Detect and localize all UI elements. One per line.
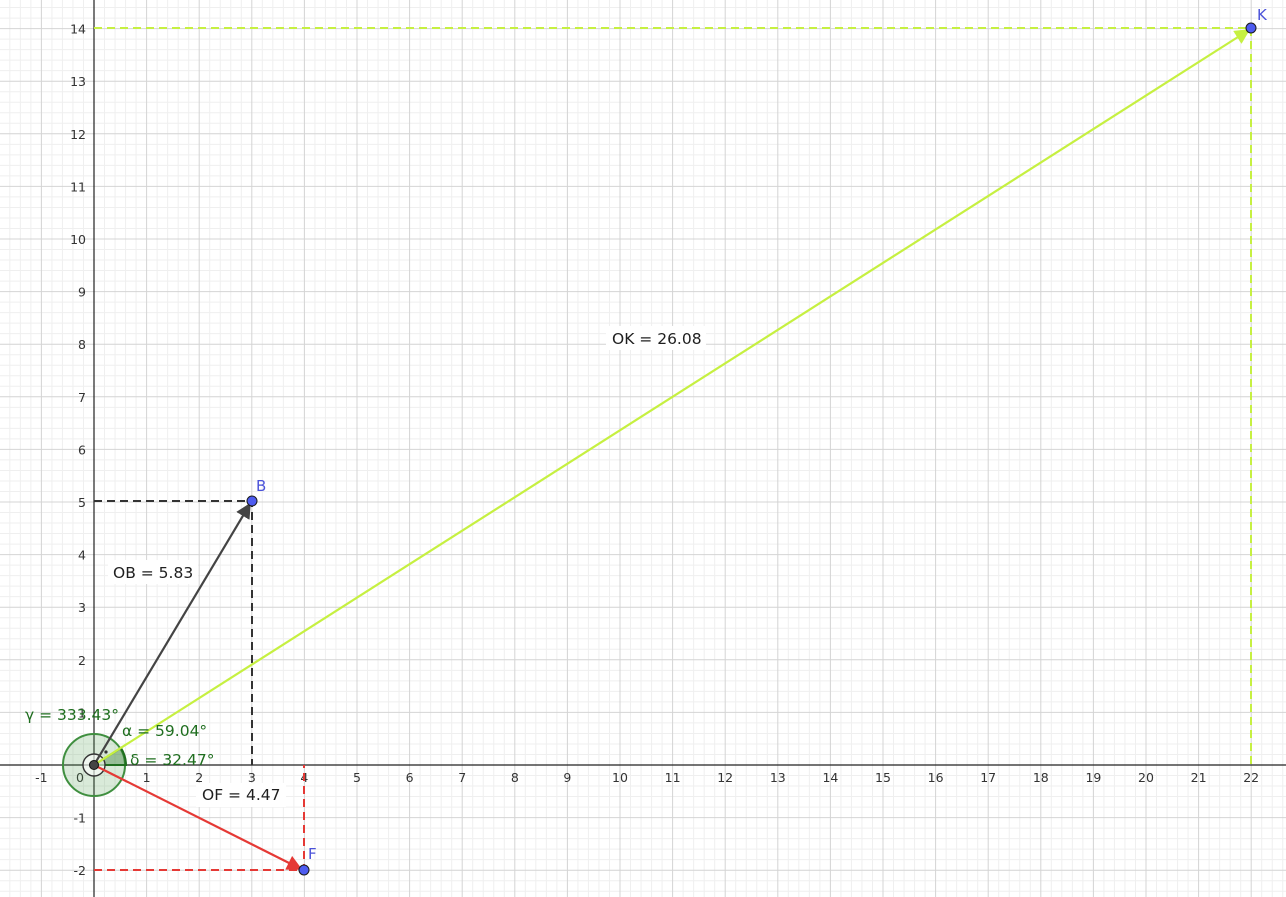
x-tick-label: 11 xyxy=(665,770,681,785)
x-tick-label: 6 xyxy=(406,770,414,785)
angle-alpha-label: α = 59.04° xyxy=(122,722,207,740)
x-tick-label: 15 xyxy=(875,770,891,785)
x-tick-label: 8 xyxy=(511,770,519,785)
ob-label-bg xyxy=(108,560,198,584)
y-tick-label: -1 xyxy=(74,811,86,826)
point-b-label: B xyxy=(256,477,266,495)
vectors xyxy=(93,29,1251,870)
vector-ob[interactable] xyxy=(93,502,251,766)
x-tick-label: 22 xyxy=(1243,770,1259,785)
y-tick-label: 3 xyxy=(78,600,86,615)
vector-ok-label: OK = 26.08 xyxy=(612,330,702,348)
y-tick-label: 10 xyxy=(70,232,86,247)
y-tick-label: 12 xyxy=(70,127,86,142)
y-tick-label: 11 xyxy=(70,179,86,194)
y-tick-label: 8 xyxy=(78,337,86,352)
x-tick-label: 7 xyxy=(458,770,466,785)
y-tick-label: 9 xyxy=(78,285,86,300)
ok-label-bg xyxy=(606,326,706,350)
point-k[interactable] xyxy=(1245,22,1257,34)
x-tick-label: 20 xyxy=(1138,770,1154,785)
x-tick-label: 3 xyxy=(248,770,256,785)
x-tick-label: 13 xyxy=(770,770,786,785)
x-tick-label: 12 xyxy=(717,770,733,785)
x-tick-label: 19 xyxy=(1085,770,1101,785)
y-tick-label: 1 xyxy=(78,705,86,720)
x-tick-label: 21 xyxy=(1191,770,1207,785)
point-k-label: K xyxy=(1257,6,1268,24)
angle-gamma-label: γ = 333.43° xyxy=(25,706,119,724)
x-tick-label: 0 xyxy=(76,770,84,785)
x-tick-label: 18 xyxy=(1033,770,1049,785)
points: B F K xyxy=(246,6,1268,876)
x-tick-label: 16 xyxy=(928,770,944,785)
angle-delta-label: δ = 32.47° xyxy=(130,751,214,769)
x-tick-label: 17 xyxy=(980,770,996,785)
y-tick-label: 7 xyxy=(78,390,86,405)
y-tick-label: 13 xyxy=(70,74,86,89)
x-tick-label: 10 xyxy=(612,770,628,785)
point-b[interactable] xyxy=(246,495,258,507)
vector-of-label: OF = 4.47 xyxy=(202,786,280,804)
y-tick-label: -2 xyxy=(74,863,86,878)
x-tick-label: 1 xyxy=(143,770,151,785)
x-tick-label: -1 xyxy=(35,770,47,785)
vector-of[interactable] xyxy=(93,764,303,870)
x-tick-label: 2 xyxy=(195,770,203,785)
x-tick-label: 14 xyxy=(822,770,838,785)
of-label-bg xyxy=(196,783,286,807)
y-tick-label: 5 xyxy=(78,495,86,510)
x-tick-labels: -1012345678910111213141516171819202122 xyxy=(35,770,1259,785)
angle-labels: γ = 333.43° α = 59.04° δ = 32.47° xyxy=(25,706,214,769)
point-f-label: F xyxy=(308,845,317,863)
y-tick-label: 14 xyxy=(70,22,86,37)
vector-ok[interactable] xyxy=(93,29,1251,766)
angle-alpha-dot xyxy=(104,750,108,754)
x-tick-label: 5 xyxy=(353,770,361,785)
measurement-labels: OK = 26.08 OB = 5.83 OF = 4.47 xyxy=(108,326,706,807)
origin-point[interactable] xyxy=(89,760,99,770)
vector-ob-label: OB = 5.83 xyxy=(113,564,193,582)
y-tick-label: 4 xyxy=(78,548,86,563)
y-tick-label: 2 xyxy=(78,653,86,668)
point-f[interactable] xyxy=(298,864,310,876)
x-tick-label: 9 xyxy=(563,770,571,785)
y-tick-label: 6 xyxy=(78,442,86,457)
